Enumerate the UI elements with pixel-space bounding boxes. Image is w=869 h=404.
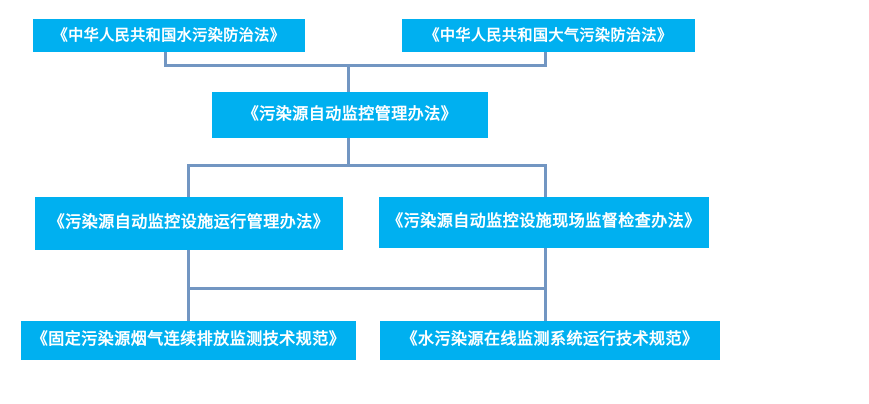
connector-measures-drop (347, 138, 350, 164)
connector-operation-drop (187, 250, 190, 321)
connector-bus-to-measures (347, 67, 350, 92)
connector-water-law-drop (164, 51, 167, 67)
node-onsite-inspection-measures: 《污染源自动监控设施现场监督检查办法》 (379, 197, 709, 248)
connector-inspection-drop (544, 248, 547, 321)
node-air-pollution-law: 《中华人民共和国大气污染防治法》 (402, 19, 695, 52)
node-water-pollution-law: 《中华人民共和国水污染防治法》 (33, 19, 305, 52)
connector-specs-bus (187, 287, 547, 290)
node-facility-operation-measures: 《污染源自动监控设施运行管理办法》 (35, 197, 343, 250)
connector-air-law-drop (544, 51, 547, 67)
node-water-online-monitoring-spec: 《水污染源在线监测系统运行技术规范》 (380, 321, 720, 360)
connector-laws-bus (164, 64, 547, 67)
connector-facility-bus (187, 164, 547, 167)
connector-bus-to-inspection (544, 167, 547, 197)
node-flue-gas-cems-spec: 《固定污染源烟气连续排放监测技术规范》 (21, 321, 356, 360)
connector-bus-to-operation (187, 167, 190, 197)
node-auto-monitoring-measures: 《污染源自动监控管理办法》 (212, 92, 488, 138)
